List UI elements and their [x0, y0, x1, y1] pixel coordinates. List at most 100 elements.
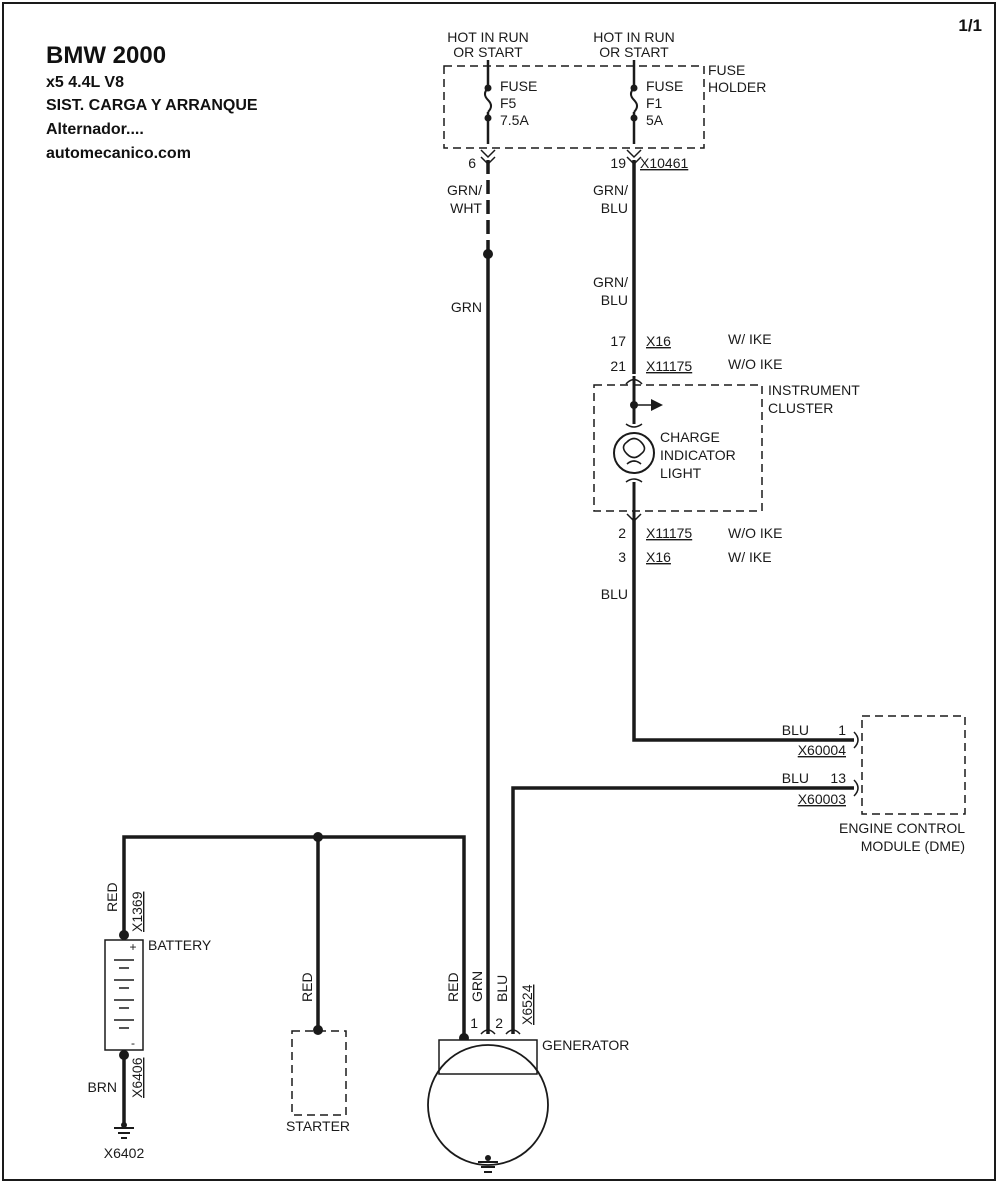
cluster-in-variant-wo-ike: W/O IKE: [728, 356, 782, 372]
cluster-in-pin-17: 17: [610, 333, 626, 349]
ecm-label-line2: MODULE (DME): [861, 838, 965, 854]
power-source-right-line2: OR START: [599, 44, 669, 60]
battery-label: BATTERY: [148, 937, 212, 953]
battery-minus-sign: -: [131, 1036, 135, 1050]
battery-ground-point: [121, 1122, 127, 1128]
fuse-f5-line3: 7.5A: [500, 112, 529, 128]
fuse-holder-label-line2: HOLDER: [708, 79, 766, 95]
starter-box: [291, 1030, 347, 1116]
battery-ground-label: X6402: [104, 1145, 145, 1161]
ecm-connector-x60004: X60004: [798, 742, 846, 758]
charge-indicator-bulb-icon: [613, 432, 655, 474]
ecm-connector-symbols: [853, 731, 859, 797]
cluster-out-variant-w-ike: W/ IKE: [728, 549, 772, 565]
starter-label: STARTER: [286, 1118, 350, 1134]
generator-label: GENERATOR: [542, 1037, 629, 1053]
cluster-out-connector-x11175: X11175: [646, 525, 692, 541]
fuse-holder-pin-right: 19: [610, 155, 626, 171]
fuse-f1-symbol: [630, 60, 638, 144]
battery-plus-sign: +: [129, 940, 136, 954]
wire-label-grn-blu-lower-line1: GRN/: [593, 274, 628, 290]
cluster-out-pin-2: 2: [618, 525, 626, 541]
instrument-cluster-box: [593, 384, 763, 512]
wire-label-grn-wht-line1: GRN/: [447, 182, 482, 198]
generator-connector-symbols: [480, 1029, 521, 1035]
fuse-f5-terminal-bottom: [484, 114, 492, 122]
wire-blu-generator-to-ecm: [511, 786, 854, 1034]
battery-connector-top: X1369: [129, 891, 145, 932]
page-number: 1/1: [958, 16, 982, 35]
title-website: automecanico.com: [46, 145, 191, 162]
fuse-f1-line3: 5A: [646, 112, 664, 128]
title-system: SIST. CARGA Y ARRANQUE: [46, 97, 258, 114]
wire-label-blu-lower: BLU: [601, 586, 628, 602]
battery-connector-bottom: X6406: [129, 1057, 145, 1098]
wire-label-gen-red: RED: [445, 972, 461, 1002]
fuse-f1-line2: F1: [646, 95, 663, 111]
fuse-f5-line2: F5: [500, 95, 517, 111]
cluster-in-connector-x16: X16: [646, 333, 671, 349]
wire-label-gen-blu: BLU: [494, 975, 510, 1002]
wire-label-blu-ecm-2: BLU: [782, 770, 809, 786]
battery-cells-icon: [114, 959, 134, 1029]
generator-icon: [427, 1044, 549, 1166]
power-source-right-line1: HOT IN RUN: [593, 29, 674, 45]
fuse-holder-label-line1: FUSE: [708, 62, 745, 78]
power-source-left-line1: HOT IN RUN: [447, 29, 528, 45]
ecm-label-line1: ENGINE CONTROL: [839, 820, 965, 836]
cluster-out-pin-3: 3: [618, 549, 626, 565]
battery-ground-icon: [114, 1127, 134, 1139]
wire-label-grn-blu-upper-line1: GRN/: [593, 182, 628, 198]
ecm-pin-1: 1: [838, 722, 846, 738]
charge-light-line1: CHARGE: [660, 429, 720, 445]
generator-pin-1: 1: [470, 1015, 478, 1031]
wire-red-battery-bus: [122, 835, 466, 1034]
ecm-pin-13: 13: [830, 770, 846, 786]
fuse-f1-terminal-top: [630, 84, 638, 92]
cluster-in-pin-21: 21: [610, 358, 626, 374]
cluster-label-line1: INSTRUMENT: [768, 382, 860, 398]
cluster-out-connector-x16: X16: [646, 549, 671, 565]
battery-icon: [104, 939, 144, 1051]
wire-label-grn: GRN: [451, 299, 482, 315]
generator-ground-icon: [478, 1161, 498, 1173]
starter-terminal: [313, 1025, 323, 1035]
wire-label-grn-wht-line2: WHT: [450, 200, 482, 216]
fuse-holder-box: [443, 65, 705, 149]
generator-pin-2: 2: [495, 1015, 503, 1031]
fuse-f1-line1: FUSE: [646, 78, 683, 94]
title-model: x5 4.4L V8: [46, 74, 124, 91]
title-make-year: BMW 2000: [46, 42, 167, 69]
wire-label-grn-blu-lower-line2: BLU: [601, 292, 628, 308]
fuse-f5-terminal-top: [484, 84, 492, 92]
ecm-connector-x60003: X60003: [798, 791, 846, 807]
wire-label-red-battery: RED: [104, 882, 120, 912]
fuse-f1-terminal-bottom: [630, 114, 638, 122]
wire-label-blu-ecm-1: BLU: [782, 722, 809, 738]
generator-ground-point: [485, 1155, 491, 1161]
fuse-holder-pin-left: 6: [468, 155, 476, 171]
bulb-terminal-symbols: [625, 423, 643, 483]
fuse-f5-symbol: [484, 60, 492, 144]
wire-blu-to-ecm-pin1: [632, 518, 854, 742]
wire-label-brn: BRN: [87, 1079, 117, 1095]
fuse-f5-line1: FUSE: [500, 78, 537, 94]
cluster-in-variant-w-ike: W/ IKE: [728, 331, 772, 347]
generator-connector: X6524: [519, 984, 535, 1025]
charge-light-line2: INDICATOR: [660, 447, 736, 463]
fuse-holder-connector: X10461: [640, 155, 688, 171]
power-source-left-line2: OR START: [453, 44, 523, 60]
wire-label-gen-grn: GRN: [469, 971, 485, 1002]
bulb-filament-icon: [622, 437, 646, 465]
ecm-box: [861, 715, 966, 815]
cluster-out-variant-wo-ike: W/O IKE: [728, 525, 782, 541]
title-component: Alternador....: [46, 121, 144, 138]
wire-label-grn-blu-upper-line2: BLU: [601, 200, 628, 216]
charge-light-line3: LIGHT: [660, 465, 702, 481]
battery-terminal-positive: [119, 930, 129, 940]
cluster-label-line2: CLUSTER: [768, 400, 833, 416]
wire-label-red-starter: RED: [299, 972, 315, 1002]
